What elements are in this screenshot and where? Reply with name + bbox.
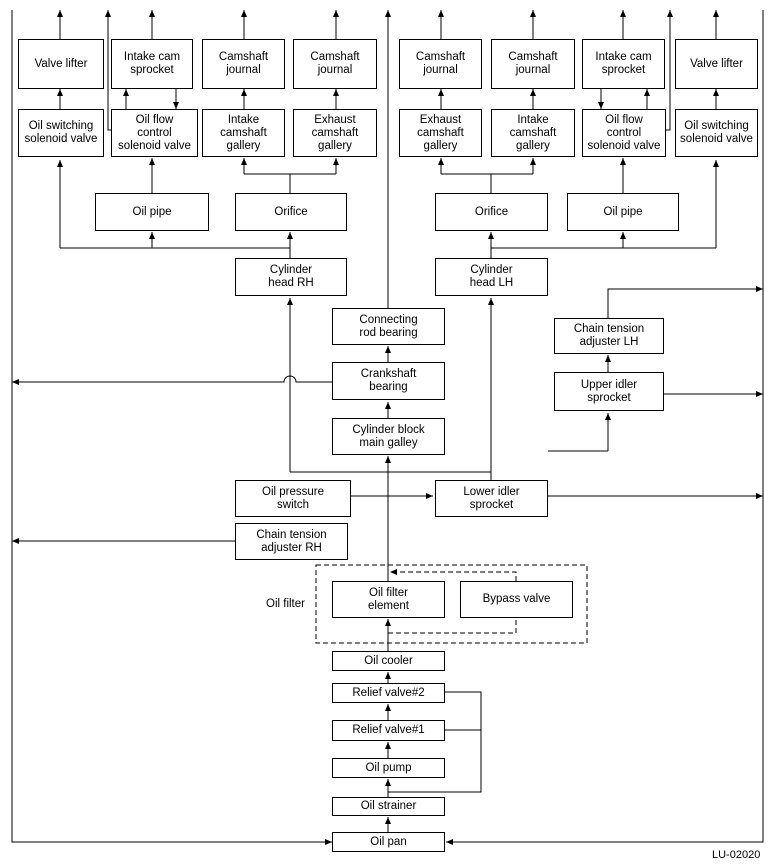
- oil-filter-label: Oil filter: [266, 598, 305, 610]
- intake-camshaft-gallery-lh-box: Intake camshaft gallery: [491, 109, 575, 157]
- oil-switching-solenoid-rh-box: Oil switching solenoid valve: [18, 109, 104, 157]
- oil-pipe-lh-box: Oil pipe: [567, 193, 679, 231]
- cylinder-head-rh-box: Cylinder head RH: [235, 258, 347, 296]
- oil-filter-element-box: Oil filter element: [332, 581, 445, 618]
- oil-pipe-rh-box: Oil pipe: [95, 193, 209, 231]
- bypass-valve-box: Bypass valve: [460, 581, 573, 618]
- valve-lifter-lh-box: Valve lifter: [675, 39, 758, 89]
- cylinder-block-main-galley-box: Cylinder block main galley: [332, 418, 445, 455]
- figure-id-label: LU-02020: [712, 849, 761, 861]
- oil-cooler-box: Oil cooler: [332, 651, 445, 671]
- exhaust-camshaft-gallery-rh-box: Exhaust camshaft gallery: [293, 109, 377, 157]
- camshaft-journal-lh1-box: Camshaft journal: [399, 39, 482, 89]
- intake-camshaft-gallery-rh-box: Intake camshaft gallery: [202, 109, 285, 157]
- orifice-lh-box: Orifice: [435, 193, 548, 231]
- oil-pan-box: Oil pan: [332, 832, 445, 852]
- camshaft-journal-rh1-box: Camshaft journal: [202, 39, 285, 89]
- orifice-rh-box: Orifice: [235, 193, 347, 231]
- cylinder-head-lh-box: Cylinder head LH: [435, 258, 548, 296]
- upper-idler-sprocket-box: Upper idler sprocket: [554, 372, 664, 411]
- oil-flow-control-rh-box: Oil flow control solenoid valve: [111, 109, 198, 157]
- oil-strainer-box: Oil strainer: [332, 797, 445, 816]
- oil-pressure-switch-box: Oil pressure switch: [235, 480, 351, 517]
- oil-switching-solenoid-lh-box: Oil switching solenoid valve: [675, 109, 758, 157]
- relief-valve-1-box: Relief valve#1: [332, 720, 445, 741]
- intake-cam-sprocket-lh-box: Intake cam sprocket: [582, 39, 665, 89]
- lower-idler-sprocket-box: Lower idler sprocket: [435, 480, 548, 517]
- camshaft-journal-lh2-box: Camshaft journal: [491, 39, 575, 89]
- connecting-rod-bearing-box: Connecting rod bearing: [332, 308, 445, 345]
- oil-pump-box: Oil pump: [332, 758, 445, 778]
- chain-tension-adjuster-rh-box: Chain tension adjuster RH: [235, 523, 348, 560]
- oil-flow-control-lh-box: Oil flow control solenoid valve: [582, 109, 666, 157]
- relief-valve-2-box: Relief valve#2: [332, 683, 445, 703]
- exhaust-camshaft-gallery-lh-box: Exhaust camshaft gallery: [399, 109, 482, 157]
- chain-tension-adjuster-lh-box: Chain tension adjuster LH: [554, 318, 664, 354]
- intake-cam-sprocket-rh-box: Intake cam sprocket: [111, 39, 193, 89]
- camshaft-journal-rh2-box: Camshaft journal: [293, 39, 377, 89]
- crankshaft-bearing-box: Crankshaft bearing: [332, 362, 445, 400]
- valve-lifter-rh-box: Valve lifter: [18, 39, 104, 89]
